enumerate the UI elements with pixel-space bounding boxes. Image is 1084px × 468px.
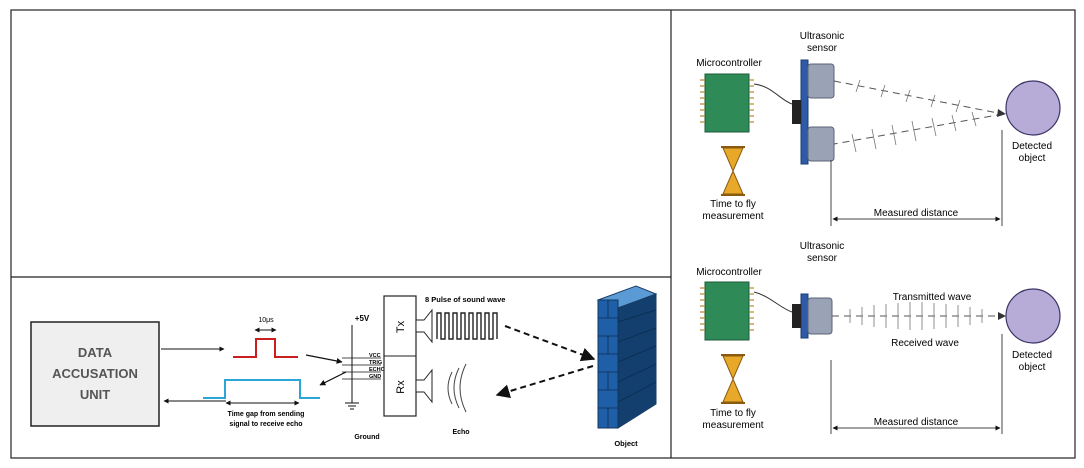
rt-cable [753, 83, 793, 105]
rt-beam-arrowhead [997, 109, 1006, 117]
rt-microcontroller-label: Microcontroller [696, 58, 762, 69]
rt-transmit-beam [833, 80, 1004, 115]
pin-label-vcc: VCC [369, 353, 381, 359]
echo-label: Echo [452, 429, 469, 436]
rb-object-label-line2: object [1019, 362, 1046, 373]
trigger-to-pin-arrow [305, 354, 343, 364]
tx-label: Tx [395, 320, 407, 333]
rt-microcontroller-chip [704, 73, 750, 133]
rt-receiver [807, 126, 835, 162]
data-unit-label-line3: UNIT [80, 387, 110, 402]
rt-detected-object [1005, 80, 1061, 136]
rb-sensor-header [792, 304, 801, 328]
rb-chip-pins [700, 287, 754, 331]
rb-distance-label: Measured distance [874, 417, 959, 428]
echo-arc-1 [447, 371, 453, 405]
wall-bricks [598, 300, 657, 428]
echo-arc-3 [459, 363, 467, 413]
rt-distance-label: Measured distance [874, 208, 959, 219]
data-unit-label-line1: DATA [78, 345, 113, 360]
burst-label: 8 Pulse of sound wave [425, 295, 505, 304]
rt-object-label-line2: object [1019, 153, 1046, 164]
rx-label: Rx [395, 380, 407, 394]
trigger-pulse [233, 338, 298, 358]
pulse-width-label: 10μs [258, 317, 274, 324]
echo-arc-2 [453, 367, 460, 409]
rt-wavefronts [851, 79, 977, 153]
rt-echo-beam [833, 113, 1004, 145]
figure-frame [10, 9, 1076, 459]
rx-transducer [415, 368, 433, 404]
rb-timer-label-line1: Time to fly [710, 408, 756, 419]
tx-transducer [415, 308, 433, 344]
data-unit-box [30, 321, 160, 427]
pin-label-echo: ECHO [369, 367, 386, 373]
object-label: Object [614, 439, 638, 448]
supply-label: +5V [355, 314, 370, 323]
rb-received-label: Received wave [891, 338, 959, 349]
rt-transmitter [807, 63, 835, 99]
rb-object-label-line1: Detected [1012, 350, 1052, 361]
rt-object-label-line1: Detected [1012, 141, 1052, 152]
rb-timer-label-line2: measurement [702, 420, 763, 431]
right-top-panel: Microcontroller Time to fly measurement … [696, 31, 1061, 226]
rb-cable [753, 291, 793, 313]
rb-detected-object [1005, 288, 1061, 344]
pin-label-gnd: GND [369, 374, 381, 380]
rt-timer-label-line1: Time to fly [710, 199, 756, 210]
outgoing-wave-arrow [504, 325, 596, 362]
data-unit-label-line2: ACCUSATION [52, 366, 138, 381]
echo-pulse [203, 379, 320, 399]
wall-side [617, 293, 657, 429]
ground-label: Ground [354, 434, 379, 441]
rb-wave-arrowhead [998, 312, 1006, 320]
rb-wavefronts [849, 302, 983, 330]
timing-diagram-panel: DATA ACCUSATION UNIT 10μs Time gap from … [30, 285, 658, 448]
rb-sensor-label-line1: Ultrasonic [800, 241, 844, 252]
rb-sensor-label-line2: sensor [807, 253, 838, 264]
time-gap-label-line1: Time gap from sending [228, 411, 305, 418]
rt-sensor-label-line2: sensor [807, 43, 838, 54]
returning-wave-arrow [495, 365, 594, 399]
rt-sensor-header [792, 100, 801, 124]
rt-sensor-label-line1: Ultrasonic [800, 31, 844, 42]
pin-label-trig: TRIG [369, 360, 382, 366]
rb-transducer [807, 297, 833, 335]
right-bottom-panel: Microcontroller Time to fly measurement … [696, 241, 1061, 434]
rb-sensor-board [800, 293, 809, 339]
time-gap-label-line2: signal to receive echo [229, 421, 302, 428]
sound-burst [436, 312, 498, 340]
rt-chip-pins [700, 79, 754, 123]
rb-transmitted-label: Transmitted wave [893, 292, 972, 303]
rb-microcontroller-chip [704, 281, 750, 341]
rt-timer-label-line2: measurement [702, 211, 763, 222]
pin-to-echo-arrow [319, 371, 347, 386]
rt-sensor-board [800, 59, 809, 165]
rb-microcontroller-label: Microcontroller [696, 267, 762, 278]
